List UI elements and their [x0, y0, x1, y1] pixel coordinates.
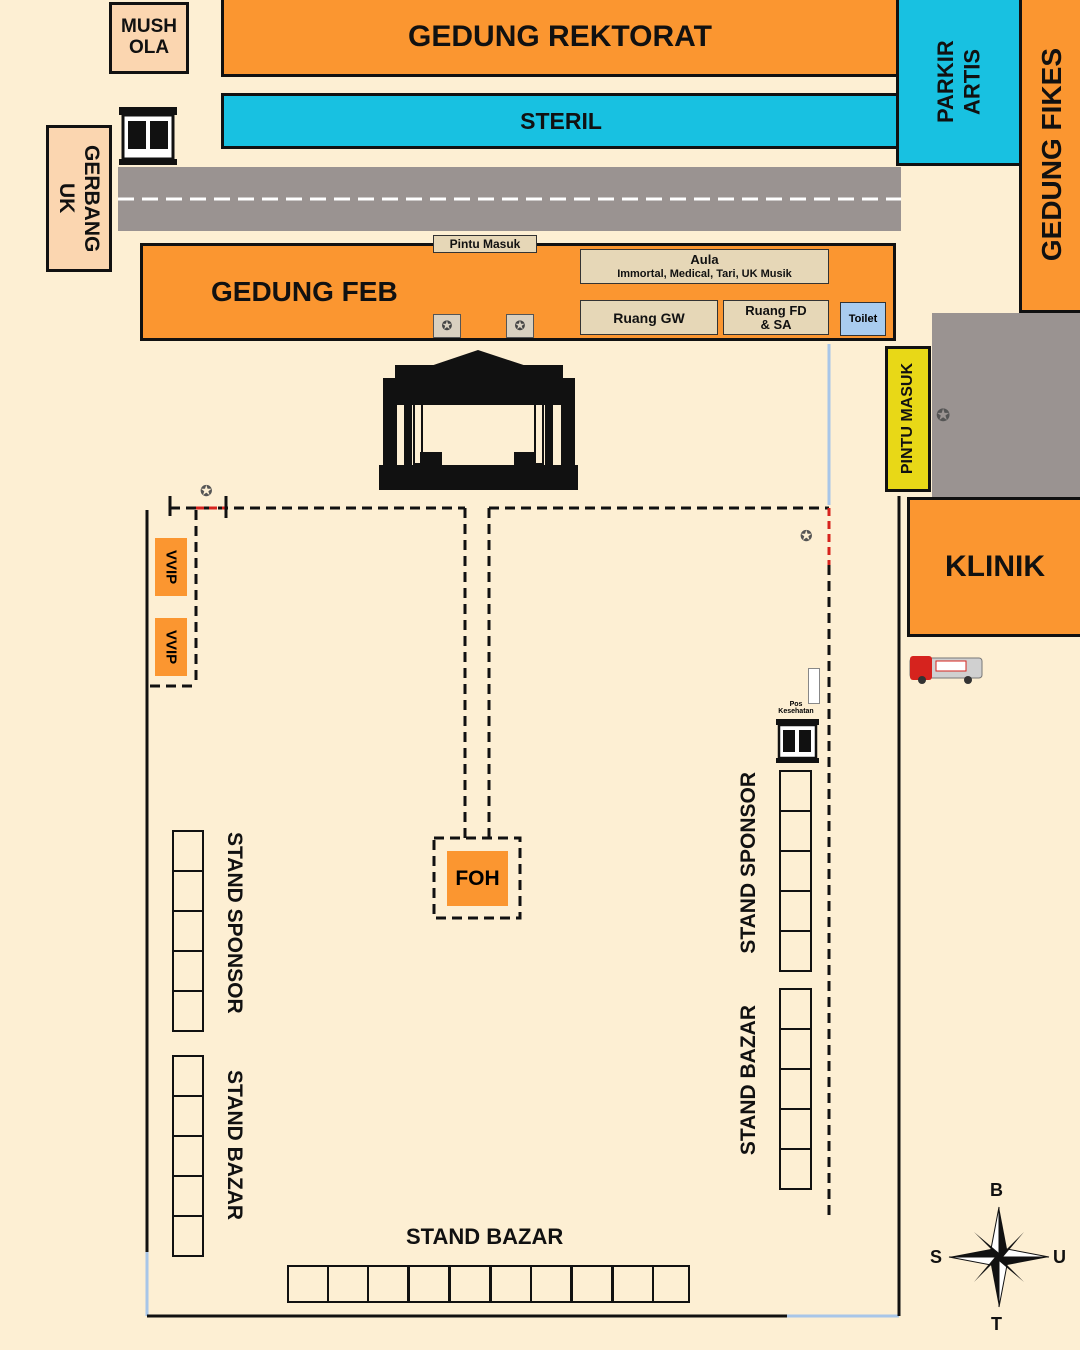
gedung-rektorat-label: GEDUNG REKTORAT	[408, 20, 712, 53]
stand-box[interactable]	[172, 830, 204, 872]
compass-north-label: U	[1053, 1247, 1066, 1267]
left-sponsor-label: STAND SPONSOR	[223, 832, 246, 1014]
gedung-rektorat: GEDUNG REKTORAT	[221, 0, 899, 77]
klinik-label: KLINIK	[945, 550, 1045, 583]
stand-box[interactable]	[779, 1148, 812, 1190]
stand-box[interactable]	[172, 1095, 204, 1137]
steril-label: STERIL	[520, 107, 602, 134]
stand-box[interactable]	[287, 1265, 329, 1303]
stand-box[interactable]	[408, 1265, 450, 1303]
aula-room: Aula Immortal, Medical, Tari, UK Musik	[580, 249, 829, 284]
stand-box[interactable]	[612, 1265, 654, 1303]
stand-box[interactable]	[779, 930, 812, 972]
klinik-building: KLINIK	[907, 497, 1080, 637]
stand-box[interactable]	[172, 1215, 204, 1257]
vvip-area: VVIP	[155, 618, 187, 676]
stand-box[interactable]	[172, 1135, 204, 1177]
pos-kesehatan-label: Pos Kesehatan	[778, 701, 814, 715]
stand-box[interactable]	[530, 1265, 572, 1303]
ruang-fd-sa: Ruang FD & SA	[723, 300, 829, 335]
stand-box[interactable]	[172, 950, 204, 992]
vvip-label: VVIP	[162, 629, 180, 665]
cctv-icon: ✪	[200, 483, 213, 500]
cctv-icon: ✪	[936, 406, 951, 425]
gerbang-uk: GERBANG UK	[46, 125, 112, 272]
gedung-feb-label: GEDUNG FEB	[211, 276, 398, 307]
stand-box[interactable]	[779, 1108, 812, 1150]
stand-box[interactable]	[172, 1055, 204, 1097]
right-bazar-label: STAND BAZAR	[737, 1005, 760, 1156]
stand-box[interactable]	[172, 870, 204, 912]
stand-box[interactable]	[779, 988, 812, 1030]
steril-area: STERIL	[221, 93, 901, 149]
stand-box[interactable]	[172, 990, 204, 1032]
pintu-masuk-feb[interactable]: Pintu Masuk	[433, 235, 537, 253]
stand-box[interactable]	[449, 1265, 491, 1303]
gedung-fikes: GEDUNG FIKES	[1019, 0, 1080, 313]
stand-box[interactable]	[779, 890, 812, 932]
stand-box[interactable]	[367, 1265, 409, 1303]
cctv-icon: ✪	[433, 314, 461, 338]
stand-box[interactable]	[779, 1028, 812, 1070]
vvip-area: VVIP	[155, 538, 187, 596]
musholla-building: MUSH OLA	[109, 2, 189, 74]
vvip-label: VVIP	[162, 549, 180, 585]
compass-west-label: B	[990, 1180, 1003, 1200]
toilet-label: Toilet	[848, 313, 878, 325]
foh-area: FOH	[447, 851, 508, 906]
cctv-icon: ✪	[800, 528, 813, 545]
pintu-masuk-side[interactable]: PINTU MASUK	[885, 346, 931, 492]
right-sponsor-label: STAND SPONSOR	[737, 772, 760, 954]
aula-title: Aula	[690, 252, 719, 268]
stand-box[interactable]	[490, 1265, 532, 1303]
stand-box[interactable]	[779, 850, 812, 892]
stand-box[interactable]	[327, 1265, 369, 1303]
stand-box[interactable]	[172, 1175, 204, 1217]
parkir-artis-label: PARKIR ARTIS	[932, 40, 984, 123]
stand-box[interactable]	[571, 1265, 613, 1303]
foh-label: FOH	[455, 866, 500, 890]
stand-box[interactable]	[172, 910, 204, 952]
parkir-artis: PARKIR ARTIS	[896, 0, 1022, 166]
ruang-fd-label: Ruang FD & SA	[745, 302, 807, 332]
ruang-gw: Ruang GW	[580, 300, 718, 335]
aula-subtitle: Immortal, Medical, Tari, UK Musik	[617, 267, 792, 280]
compass-south-label: S	[930, 1247, 943, 1267]
first-aid-icon	[808, 668, 820, 704]
cctv-icon: ✪	[506, 314, 534, 338]
compass-east-label: T	[991, 1314, 1002, 1334]
pintu-masuk-side-label: PINTU MASUK	[899, 363, 916, 475]
gedung-fikes-label: GEDUNG FIKES	[1036, 48, 1067, 262]
stand-box[interactable]	[779, 810, 812, 852]
stand-box[interactable]	[652, 1265, 690, 1303]
musholla-label: MUSH OLA	[121, 16, 177, 58]
stand-box[interactable]	[779, 770, 812, 812]
gerbang-uk-label: GERBANG UK	[55, 144, 104, 253]
bottom-bazar-label: STAND BAZAR	[406, 1224, 564, 1249]
toilet: Toilet	[840, 302, 886, 336]
left-bazar-label: STAND BAZAR	[223, 1070, 246, 1221]
stand-box[interactable]	[779, 1068, 812, 1110]
